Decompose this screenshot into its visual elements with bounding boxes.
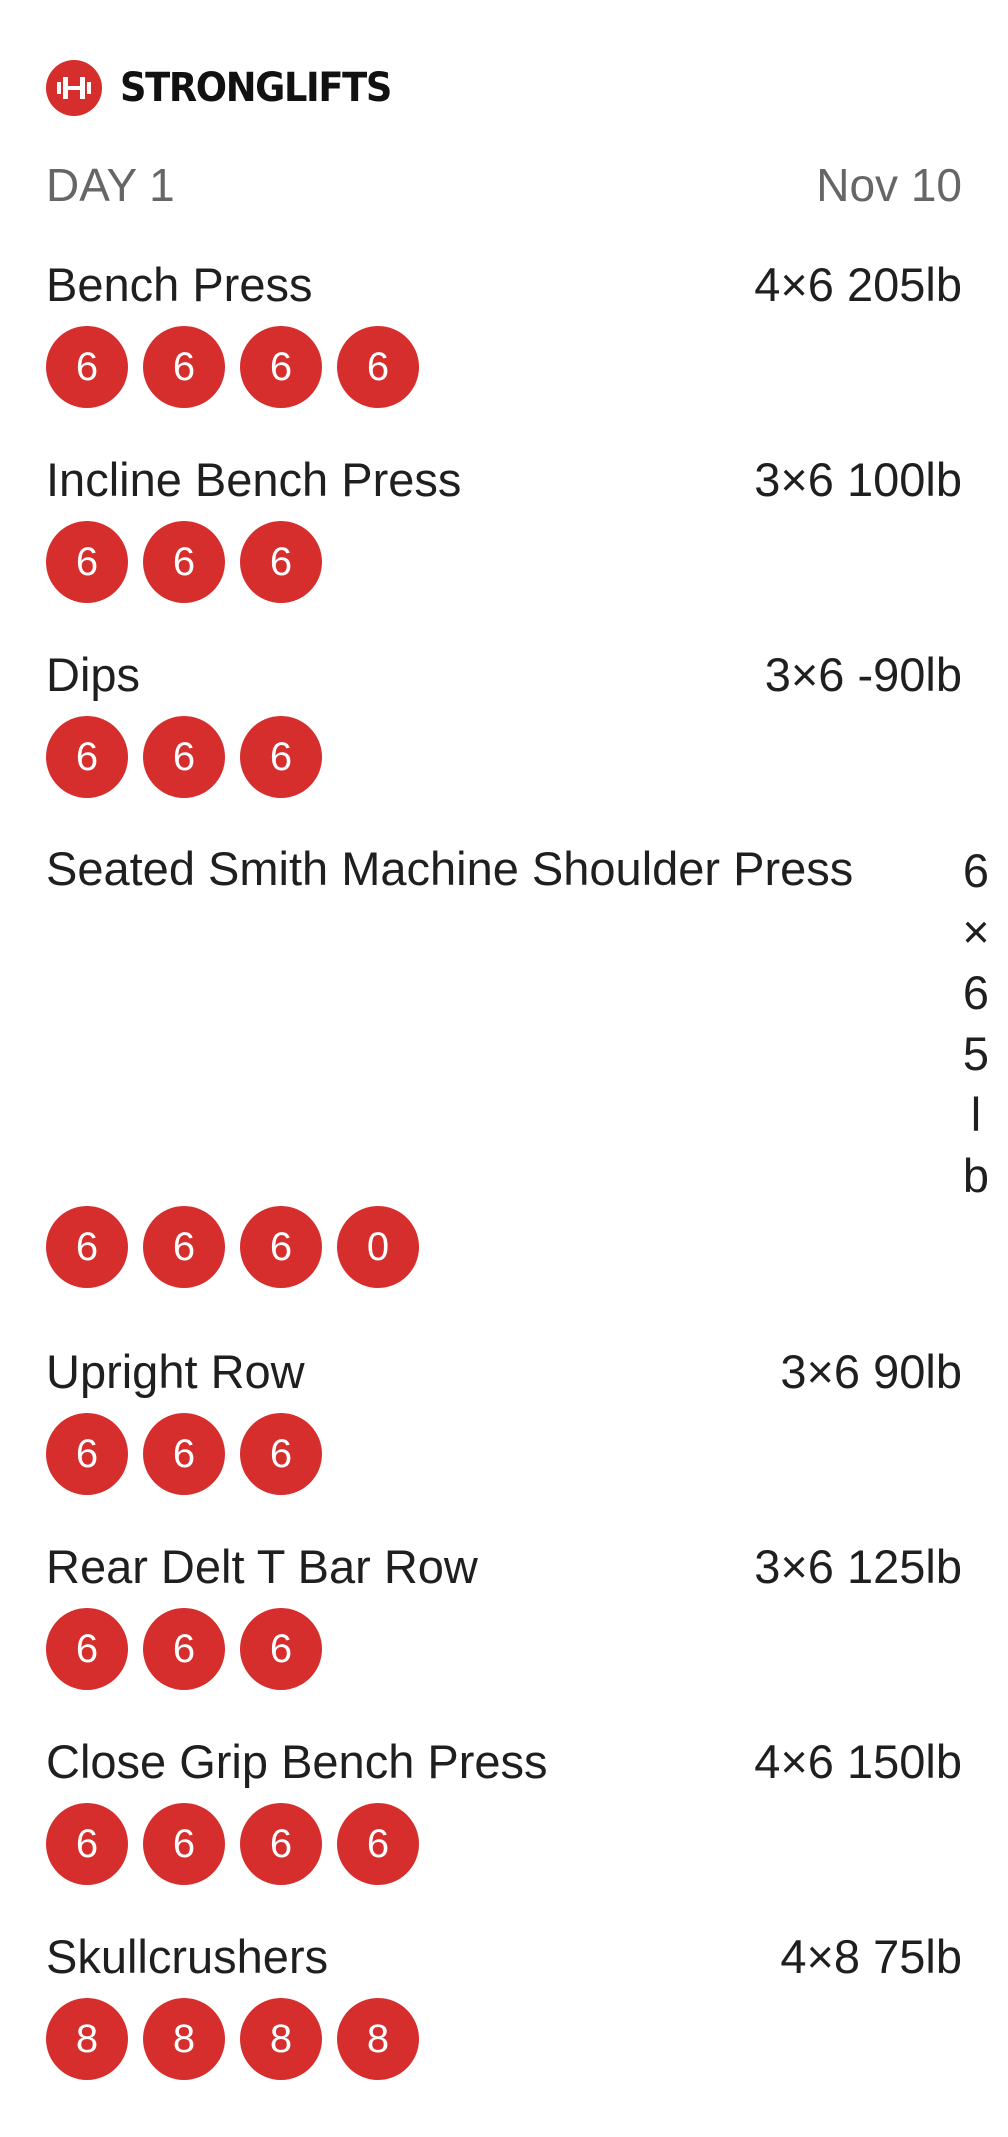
set-circle-3[interactable]: 6 <box>240 326 322 408</box>
exercise-name: Rear Delt T Bar Row <box>46 1540 478 1593</box>
exercise-target: 3×6 -90lb <box>764 648 962 701</box>
set-circle-1[interactable]: 6 <box>46 521 128 603</box>
day-label: DAY 1 <box>46 159 175 211</box>
set-circle-3[interactable]: 6 <box>240 1608 322 1690</box>
exercise-target-char: l <box>970 1088 982 1141</box>
exercise-target-char: b <box>962 1149 990 1202</box>
set-circle-3[interactable]: 6 <box>240 716 322 798</box>
workout-date: Nov 10 <box>816 159 962 211</box>
set-circle-1[interactable]: 8 <box>46 1998 128 2080</box>
set-circles: 6 6 6 <box>46 521 962 603</box>
exercise-dips[interactable]: Dips 3×6 -90lb 6 6 6 <box>46 646 962 798</box>
exercise-name: Bench Press <box>46 258 313 311</box>
set-circle-4[interactable]: 6 <box>337 326 419 408</box>
exercise-target: 6 × 6 5 l b <box>956 840 996 1206</box>
set-circle-2[interactable]: 6 <box>143 1608 225 1690</box>
set-circle-3[interactable]: 6 <box>240 1413 322 1495</box>
exercise-target-char: × <box>962 905 990 958</box>
set-circles: 6 6 6 6 <box>46 326 962 408</box>
set-circle-2[interactable]: 6 <box>143 1413 225 1495</box>
set-circle-2[interactable]: 6 <box>143 716 225 798</box>
brand-header: STRONGLIFTS <box>46 60 415 116</box>
exercise-name: Dips <box>46 648 141 701</box>
exercise-target: 3×6 125lb <box>754 1540 962 1593</box>
set-circle-1[interactable]: 6 <box>46 1608 128 1690</box>
set-circle-2[interactable]: 6 <box>143 326 225 408</box>
set-circles: 8 8 8 8 <box>46 1998 962 2080</box>
set-circle-3[interactable]: 6 <box>240 1206 322 1288</box>
set-circles: 6 6 6 <box>46 1608 962 1690</box>
exercise-target-char: 5 <box>962 1027 990 1080</box>
exercise-name: Skullcrushers <box>46 1930 329 1983</box>
exercise-target: 4×6 205lb <box>754 258 962 311</box>
barbell-logo-icon <box>46 60 102 116</box>
brand-name: STRONGLIFTS <box>120 65 392 111</box>
set-circle-3[interactable]: 6 <box>240 521 322 603</box>
set-circle-1[interactable]: 6 <box>46 716 128 798</box>
exercise-upright-row[interactable]: Upright Row 3×6 90lb 6 6 6 <box>46 1343 962 1495</box>
exercise-target-char: 6 <box>962 844 990 897</box>
set-circles: 6 6 6 0 <box>46 1206 1008 1288</box>
set-circle-3[interactable]: 8 <box>240 1998 322 2080</box>
set-circle-4[interactable]: 6 <box>337 1803 419 1885</box>
exercise-name: Seated Smith Machine Shoulder Press <box>46 842 854 895</box>
set-circle-1[interactable]: 6 <box>46 326 128 408</box>
exercise-rear-delt-t-bar-row[interactable]: Rear Delt T Bar Row 3×6 125lb 6 6 6 <box>46 1538 962 1690</box>
exercise-name: Incline Bench Press <box>46 453 462 506</box>
exercise-name: Close Grip Bench Press <box>46 1735 548 1788</box>
set-circle-2[interactable]: 6 <box>143 1803 225 1885</box>
exercise-target-char: 6 <box>962 966 990 1019</box>
workout-day-row: DAY 1 Nov 10 <box>46 158 962 212</box>
set-circles: 6 6 6 <box>46 1413 962 1495</box>
exercise-close-grip-bench-press[interactable]: Close Grip Bench Press 4×6 150lb 6 6 6 6 <box>46 1733 962 1885</box>
exercise-incline-bench-press[interactable]: Incline Bench Press 3×6 100lb 6 6 6 <box>46 451 962 603</box>
exercise-bench-press[interactable]: Bench Press 4×6 205lb 6 6 6 6 <box>46 256 962 408</box>
set-circle-1[interactable]: 6 <box>46 1413 128 1495</box>
set-circle-2[interactable]: 6 <box>143 521 225 603</box>
set-circle-1[interactable]: 6 <box>46 1803 128 1885</box>
set-circle-4[interactable]: 8 <box>337 1998 419 2080</box>
set-circle-2[interactable]: 6 <box>143 1206 225 1288</box>
exercise-target: 3×6 100lb <box>754 453 962 506</box>
exercise-name: Upright Row <box>46 1345 305 1398</box>
set-circle-2[interactable]: 8 <box>143 1998 225 2080</box>
set-circles: 6 6 6 <box>46 716 962 798</box>
set-circle-1[interactable]: 6 <box>46 1206 128 1288</box>
exercise-target: 4×6 150lb <box>754 1735 962 1788</box>
set-circles: 6 6 6 6 <box>46 1803 962 1885</box>
exercise-target: 4×8 75lb <box>780 1930 962 1983</box>
exercise-seated-smith-machine-shoulder-press[interactable]: Seated Smith Machine Shoulder Press 6 × … <box>46 840 1008 1288</box>
set-circle-3[interactable]: 6 <box>240 1803 322 1885</box>
exercise-target: 3×6 90lb <box>780 1345 962 1398</box>
set-circle-4[interactable]: 0 <box>337 1206 419 1288</box>
exercise-skullcrushers[interactable]: Skullcrushers 4×8 75lb 8 8 8 8 <box>46 1928 962 2080</box>
